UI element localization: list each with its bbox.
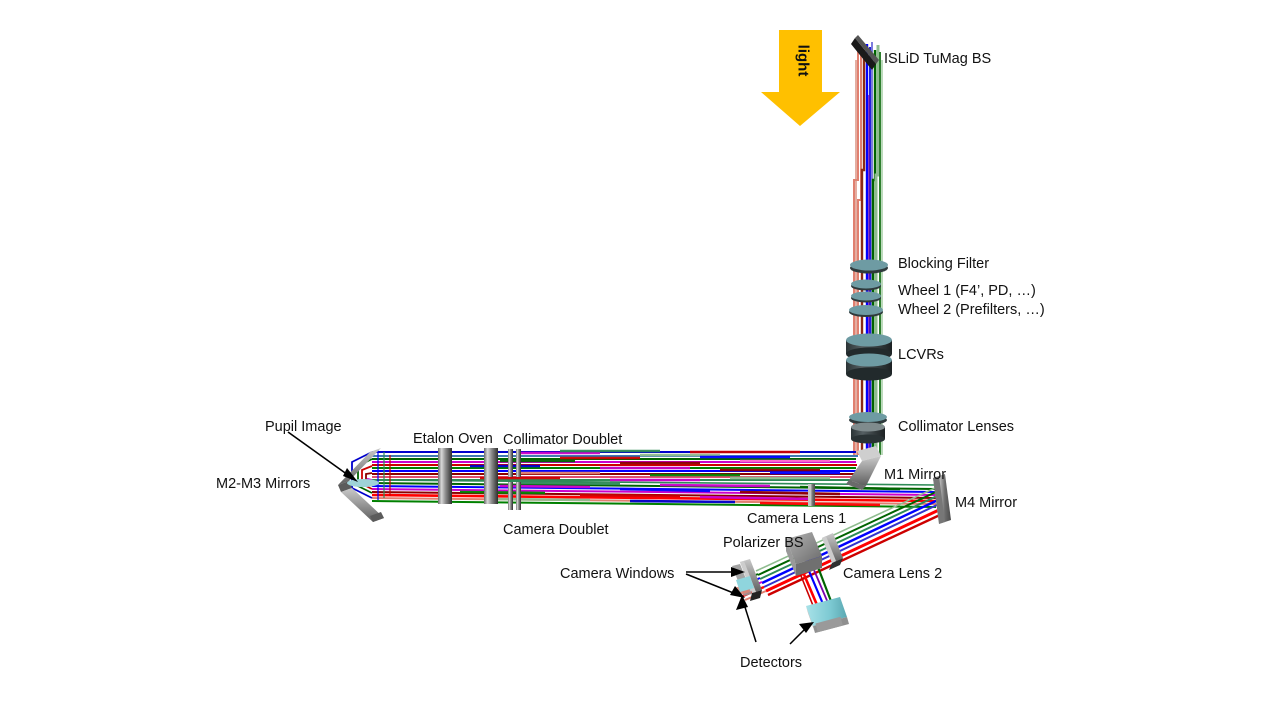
label-lcvrs: LCVRs bbox=[898, 347, 944, 363]
islid-tumag-bs-component[interactable] bbox=[851, 35, 879, 70]
detector-2-component[interactable] bbox=[806, 597, 849, 633]
label-camera-windows: Camera Windows bbox=[560, 566, 675, 582]
camera-lens-2-component[interactable] bbox=[822, 533, 843, 570]
ray-bundle-vertical bbox=[853, 42, 883, 455]
camera-doublet-component[interactable] bbox=[508, 482, 521, 510]
ray-speckle-upper bbox=[470, 449, 840, 482]
label-camera-doublet: Camera Doublet bbox=[503, 522, 609, 538]
label-camera-lens-2: Camera Lens 2 bbox=[843, 566, 943, 582]
label-wheel-1: Wheel 1 (F4’, PD, …) bbox=[898, 283, 1036, 299]
collimator-lenses-component[interactable] bbox=[849, 412, 887, 444]
ray-bundle-m4-to-bs bbox=[755, 487, 943, 597]
label-m2-m3-mirrors: M2-M3 Mirrors bbox=[216, 476, 311, 492]
wheel-2-component[interactable] bbox=[849, 305, 883, 317]
label-pupil-image: Pupil Image bbox=[265, 419, 342, 435]
label-detectors: Detectors bbox=[740, 655, 803, 671]
label-m4-mirror: M4 Mirror bbox=[955, 495, 1018, 511]
light-arrow-label: light bbox=[794, 44, 812, 77]
label-collimator-lenses: Collimator Lenses bbox=[898, 419, 1015, 435]
wheel-1-component[interactable] bbox=[851, 279, 881, 303]
collimator-doublet-component[interactable] bbox=[508, 449, 521, 477]
label-wheel-2: Wheel 2 (Prefilters, …) bbox=[898, 302, 1045, 318]
pupil-image-marker bbox=[347, 479, 379, 487]
label-collimator-doublet: Collimator Doublet bbox=[503, 432, 623, 448]
ray-speckle-lower bbox=[459, 481, 901, 507]
blocking-filter-component[interactable] bbox=[850, 259, 888, 274]
label-etalon-oven: Etalon Oven bbox=[413, 431, 493, 447]
camera-windows-callout bbox=[685, 567, 745, 598]
m1-mirror-component[interactable] bbox=[846, 446, 881, 490]
detectors-callout bbox=[736, 595, 814, 645]
lcvrs-component[interactable] bbox=[846, 333, 892, 381]
light-arrow bbox=[761, 30, 840, 126]
polarizer-bs-component[interactable] bbox=[786, 532, 822, 576]
label-islid-tumag-bs: ISLiD TuMag BS bbox=[884, 51, 992, 67]
label-m1-mirror: M1 Mirror bbox=[884, 467, 947, 483]
label-camera-lens-1: Camera Lens 1 bbox=[747, 511, 847, 527]
detector-1-component[interactable] bbox=[736, 576, 754, 592]
camera-lens-1-component[interactable] bbox=[808, 484, 815, 506]
label-blocking-filter: Blocking Filter bbox=[898, 256, 990, 272]
m4-mirror-component[interactable] bbox=[933, 474, 951, 524]
etalon-oven-component[interactable] bbox=[438, 448, 498, 504]
pupil-image-arrow bbox=[287, 431, 358, 482]
label-polarizer-bs: Polarizer BS bbox=[723, 535, 804, 551]
